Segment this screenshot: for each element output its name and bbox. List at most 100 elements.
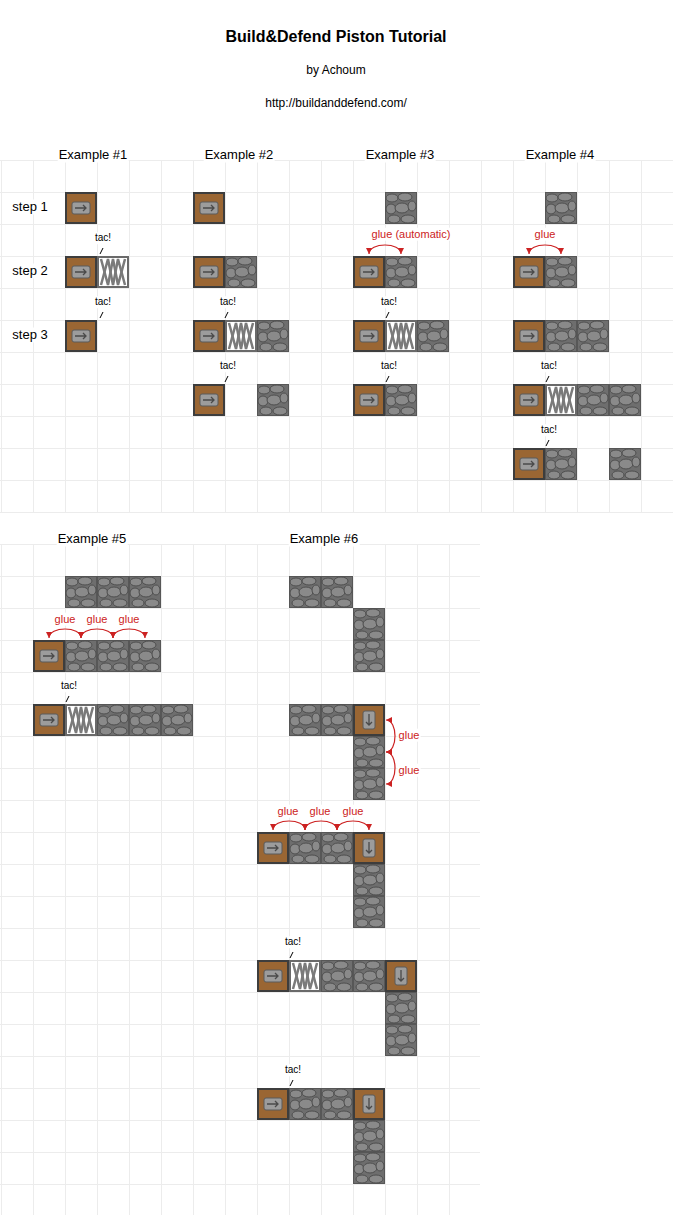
stone-block xyxy=(130,577,161,608)
grid-line xyxy=(0,896,480,897)
stone-block xyxy=(546,193,577,224)
glue-label: glue xyxy=(342,805,365,818)
glue-arc xyxy=(273,821,305,830)
piston-extension xyxy=(226,321,256,351)
grid-line xyxy=(0,1120,480,1121)
stone-block xyxy=(418,321,449,352)
glue-label: glue xyxy=(398,764,421,777)
piston-block xyxy=(66,257,96,287)
piston-block xyxy=(194,385,224,415)
piston-block xyxy=(194,193,224,223)
stone-block xyxy=(98,705,129,736)
piston-block xyxy=(354,385,384,415)
glue-label: glue xyxy=(309,805,332,818)
stone-block xyxy=(546,257,577,288)
glue-label: glue xyxy=(534,228,557,241)
tac-label: tac! xyxy=(219,296,237,308)
stone-block xyxy=(290,705,321,736)
grid-line xyxy=(0,352,673,353)
piston-block xyxy=(514,385,544,415)
piston-block xyxy=(514,321,544,351)
blocks xyxy=(34,193,641,1184)
leader-line xyxy=(546,440,549,446)
stone-block xyxy=(386,257,417,288)
glue-label: glue (automatic) xyxy=(371,228,452,241)
grid-line xyxy=(481,160,482,512)
stone-block xyxy=(354,961,385,992)
leader-line xyxy=(66,696,69,702)
glue-arc xyxy=(529,245,561,254)
grid-line xyxy=(0,928,480,929)
piston-extension xyxy=(386,321,416,351)
piston-block xyxy=(66,193,96,223)
grid-line xyxy=(0,480,673,481)
grid-line xyxy=(161,160,162,512)
stone-block xyxy=(354,609,385,640)
piston-extension xyxy=(98,257,128,287)
leader-line xyxy=(546,376,549,382)
stone-block xyxy=(546,321,577,352)
grid-line xyxy=(289,160,290,512)
leader-line xyxy=(225,376,228,382)
grid-line xyxy=(0,1184,480,1185)
grid-line xyxy=(193,544,194,1215)
stone-block xyxy=(578,385,609,416)
piston-block xyxy=(66,321,96,351)
stone-block xyxy=(290,577,321,608)
glue-arc xyxy=(337,821,369,830)
grid-line xyxy=(417,544,418,1215)
stone-block xyxy=(130,641,161,672)
leader-line xyxy=(386,376,389,382)
stone-block xyxy=(258,385,289,416)
example-heading-label: Example #4 xyxy=(525,148,596,163)
glue-arc xyxy=(49,629,81,638)
glue-arc xyxy=(81,629,113,638)
glue-label: glue xyxy=(118,613,141,626)
tac-label: tac! xyxy=(540,360,558,372)
grid-line xyxy=(0,1088,480,1089)
piston-block xyxy=(386,961,416,991)
piston-block xyxy=(194,321,224,351)
grid-line xyxy=(0,800,480,801)
example-heading-label: Example #3 xyxy=(365,148,436,163)
tac-label: tac! xyxy=(380,360,398,372)
leader-line xyxy=(100,312,103,318)
stone-block xyxy=(386,385,417,416)
leader-line xyxy=(386,312,389,318)
stone-block xyxy=(226,257,257,288)
grid-line xyxy=(385,544,386,1215)
stone-block xyxy=(98,577,129,608)
stone-block xyxy=(354,865,385,896)
glue-label: glue xyxy=(54,613,77,626)
stone-block xyxy=(354,641,385,672)
stone-block xyxy=(322,961,353,992)
stone-block xyxy=(354,897,385,928)
step-label-label: step 3 xyxy=(11,328,48,343)
byline-label: by Achoum xyxy=(305,64,366,78)
stone-block xyxy=(98,641,129,672)
glue-arcs xyxy=(49,245,561,830)
tac-label: tac! xyxy=(60,680,78,692)
stone-block xyxy=(386,993,417,1024)
piston-block xyxy=(258,961,288,991)
piston-extension xyxy=(66,705,96,735)
piston-extension xyxy=(546,385,576,415)
title: Build&Defend Piston Tutorial xyxy=(224,28,447,46)
piston-block xyxy=(354,321,384,351)
grid-line xyxy=(97,160,98,512)
grid-line xyxy=(0,864,480,865)
example-heading-label: Example #1 xyxy=(58,148,129,163)
grid-line xyxy=(641,160,642,512)
stone-block xyxy=(290,1089,321,1120)
piston-block xyxy=(34,641,64,671)
grid-line xyxy=(0,512,673,513)
grid-line xyxy=(0,224,673,225)
piston-block xyxy=(34,705,64,735)
tac-label: tac! xyxy=(540,424,558,436)
tac-label: tac! xyxy=(94,232,112,244)
grid-line xyxy=(0,288,673,289)
stone-block xyxy=(322,705,353,736)
stone-block xyxy=(546,449,577,480)
